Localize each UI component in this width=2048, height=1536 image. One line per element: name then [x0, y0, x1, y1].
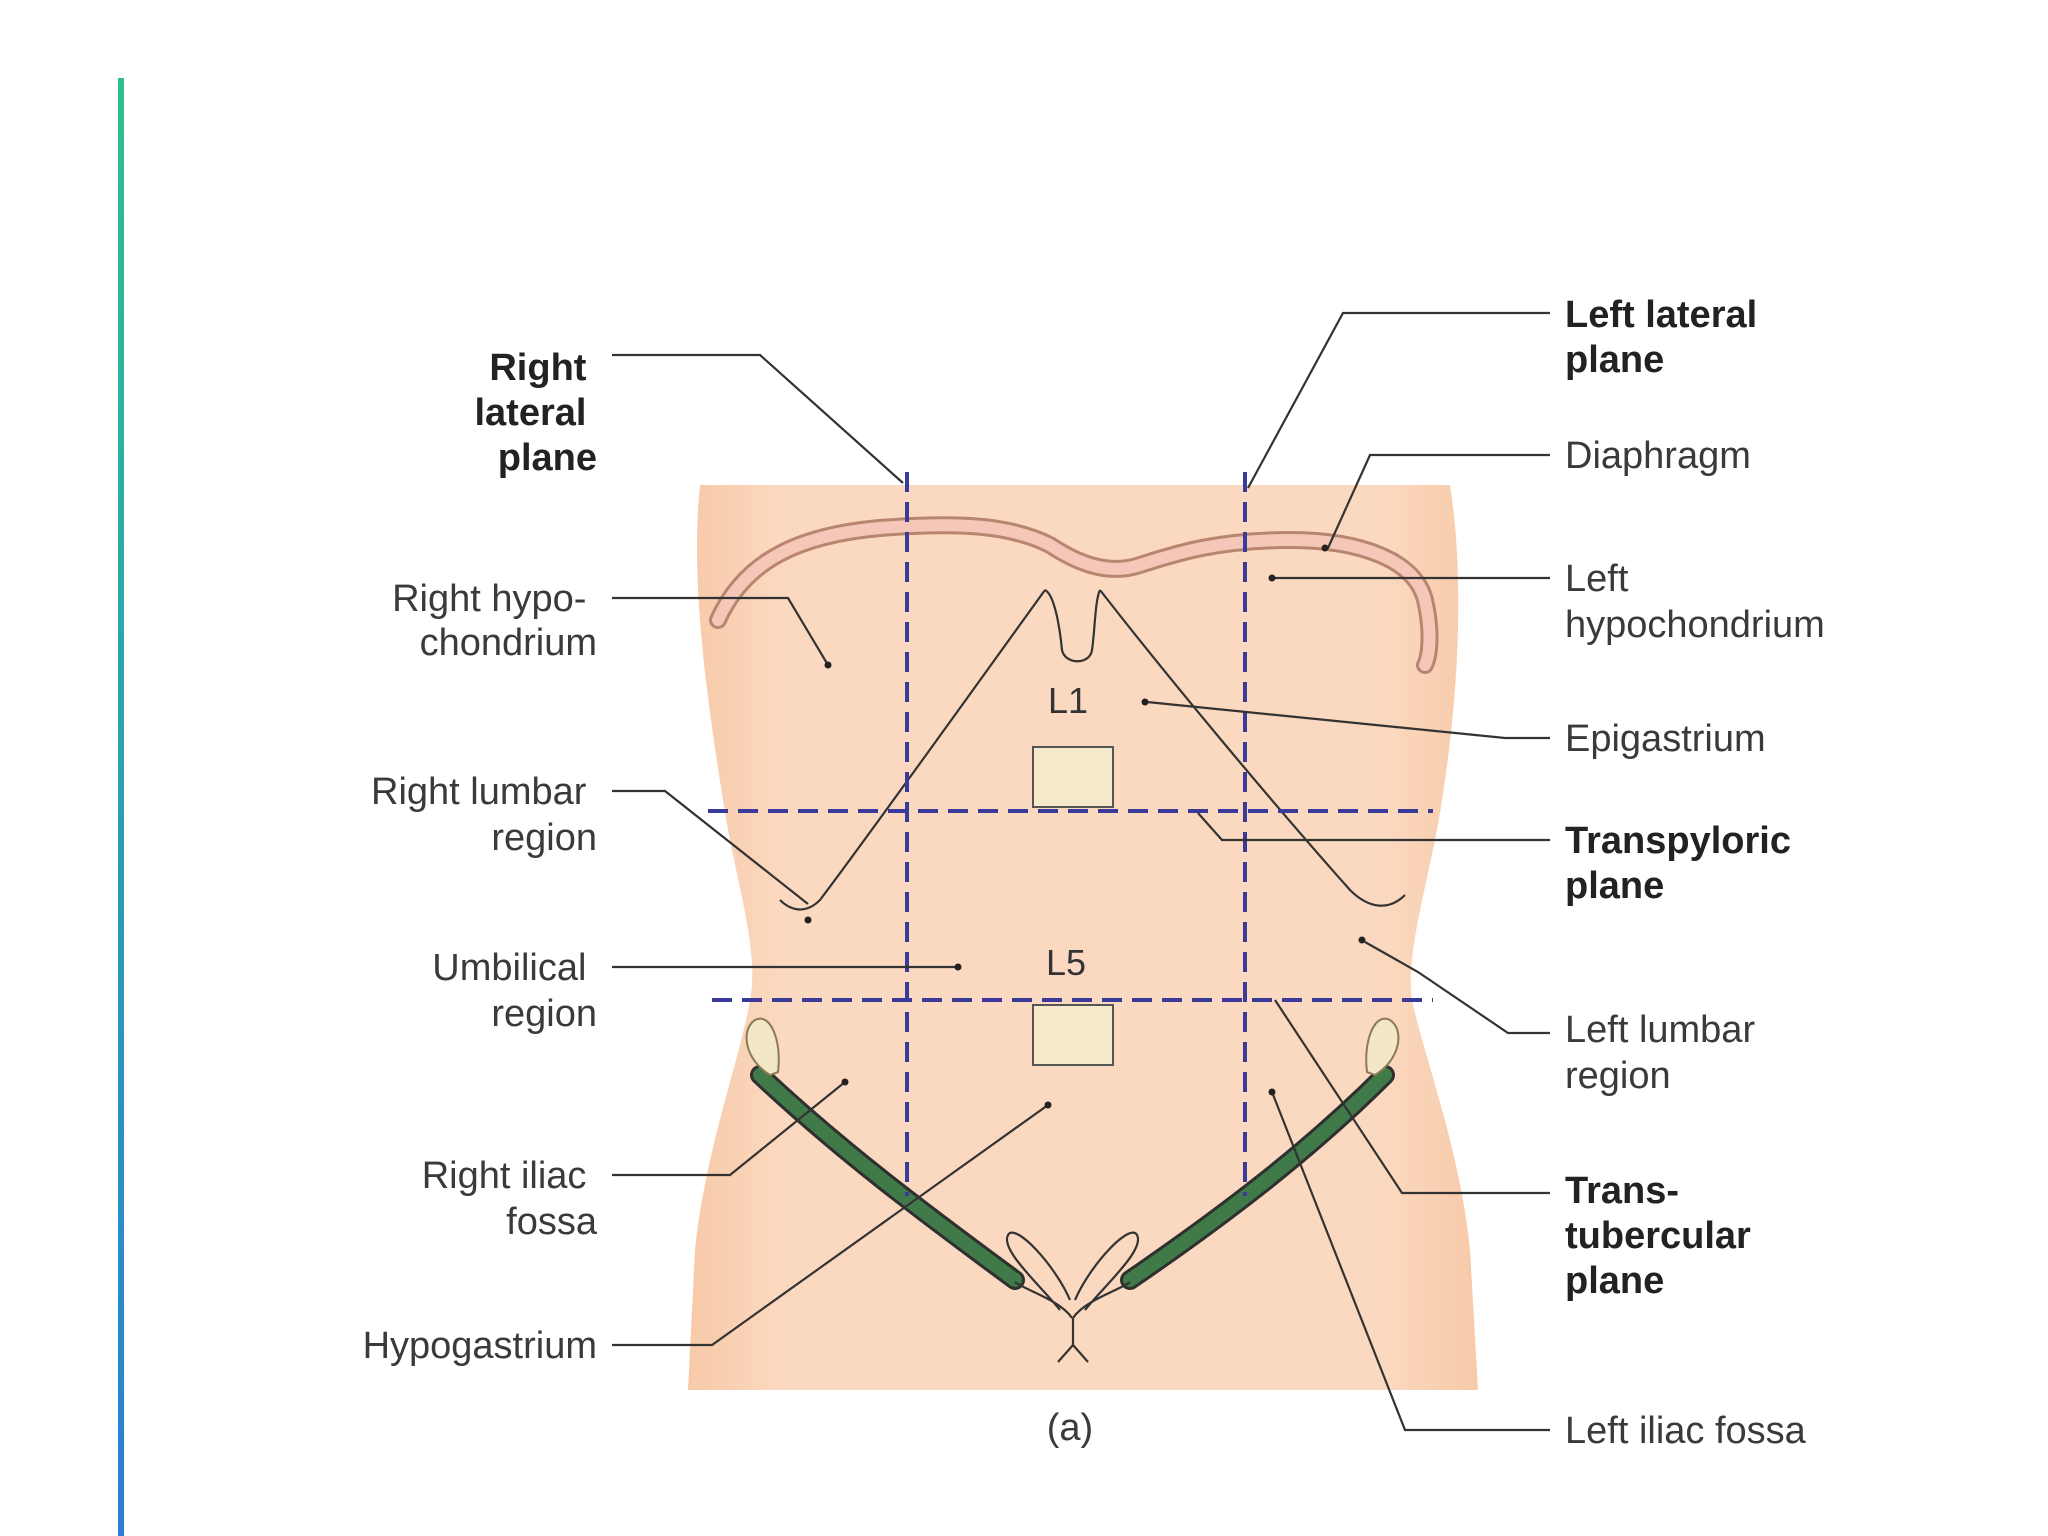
pubic-lines	[1005, 1231, 1140, 1363]
accent-bar	[118, 78, 124, 1536]
label-transpyloric-plane: Transpyloric plane	[1565, 820, 1802, 907]
label-diaphragm: Diaphragm	[1565, 435, 1751, 477]
label-transtubercular-plane: Trans- tubercular plane	[1565, 1170, 1761, 1302]
label-right-lumbar-region: Right lumbar region	[371, 771, 597, 859]
label-umbilical-region: Umbilical region	[432, 947, 597, 1035]
l1-vertebra-box	[1032, 746, 1114, 808]
label-epigastrium: Epigastrium	[1565, 718, 1766, 760]
left-costal-margin	[1099, 589, 1406, 907]
l5-vertebra-box	[1032, 1004, 1114, 1066]
label-hypogastrium: Hypogastrium	[363, 1325, 597, 1367]
label-right-lateral-plane: Right lateral plane	[474, 347, 597, 479]
right-costal-margin	[779, 589, 1046, 911]
xiphoid-process	[1044, 589, 1102, 663]
label-left-lateral-plane: Left lateral plane	[1565, 294, 1768, 381]
label-left-iliac-fossa: Left iliac fossa	[1565, 1410, 1807, 1452]
label-l5: L5	[1046, 942, 1086, 983]
leader-lines	[612, 311, 1550, 1432]
label-left-hypochondrium: Left hypochondrium	[1565, 558, 1825, 646]
label-l1: L1	[1048, 680, 1088, 721]
label-right-hypochondrium: Right hypo- chondrium	[392, 578, 597, 664]
right-asis	[745, 1017, 780, 1077]
label-right-iliac-fossa: Right iliac fossa	[422, 1155, 598, 1243]
left-asis	[1365, 1017, 1400, 1077]
label-left-lumbar-region: Left lumbar region	[1565, 1009, 1766, 1097]
torso-outline	[688, 485, 1478, 1390]
figure-caption: (a)	[1047, 1407, 1093, 1449]
